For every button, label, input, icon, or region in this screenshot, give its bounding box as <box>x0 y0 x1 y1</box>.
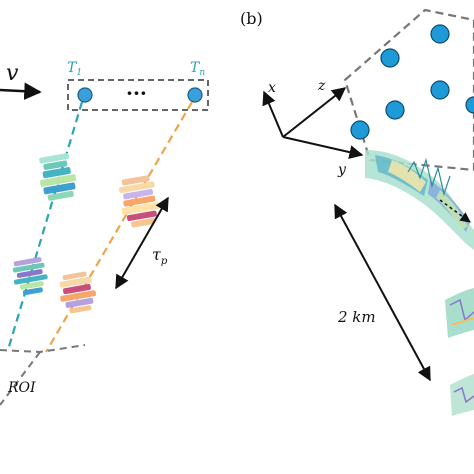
velocity-arrow <box>0 82 42 100</box>
receiver-last-label: Tn <box>190 60 205 78</box>
receiver-dot <box>350 120 370 140</box>
roi-boundary-lower <box>0 351 41 406</box>
axis-y-arrow <box>282 136 364 160</box>
ray-path-right <box>45 101 193 353</box>
receiver-ellipsis: ··· <box>126 81 147 105</box>
receiver-plane <box>343 8 474 172</box>
wavefield-ribbon <box>365 150 474 250</box>
velocity-label: v <box>6 61 19 86</box>
axis-y-label: y <box>337 162 347 178</box>
roi-label: ROI <box>7 380 36 396</box>
wave-fragment-middle <box>445 288 474 338</box>
panel-b: (b) x z y <box>240 8 474 416</box>
pulse-packet-left-lower <box>12 257 48 296</box>
receiver-dot <box>430 24 450 44</box>
receiver-dot <box>380 48 400 68</box>
propagation-arrow <box>439 199 471 223</box>
tau-label: τp <box>152 245 168 267</box>
receiver-dot <box>385 100 405 120</box>
distance-arrow <box>334 203 431 382</box>
receiver-dot <box>465 96 474 114</box>
pulse-packet-left-upper <box>39 153 77 201</box>
receiver-dot <box>430 80 450 100</box>
receiver-first-label: T1 <box>67 60 82 78</box>
axis-z-label: z <box>317 78 326 94</box>
distance-label: 2 km <box>337 308 376 326</box>
tau-arrow <box>115 196 169 290</box>
pulse-packet-right-lower <box>59 271 97 314</box>
panel-a: v ··· T1 Tn ROI <box>0 60 209 406</box>
roi-boundary <box>0 344 86 354</box>
axis-x-arrow <box>262 90 284 138</box>
axis-x-label: x <box>268 80 276 96</box>
ray-path-left <box>6 101 84 351</box>
wave-fragment-bottom <box>450 374 474 416</box>
receiver-array-box <box>67 79 209 111</box>
panel-b-label: (b) <box>240 9 263 28</box>
receiver-dot-first <box>77 87 93 103</box>
axis-z-arrow <box>282 87 347 138</box>
receiver-dot-last <box>187 87 203 103</box>
